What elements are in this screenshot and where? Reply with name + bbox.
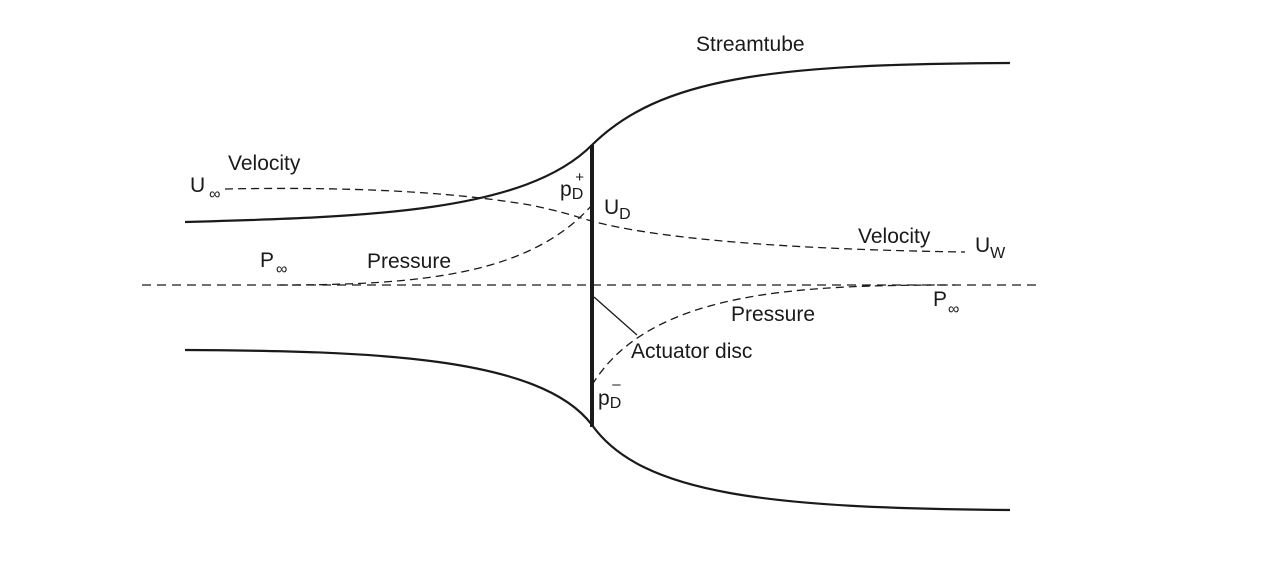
velocity-downstream-label: Velocity xyxy=(858,225,931,248)
p-d-plus-label: pD+ xyxy=(560,169,584,203)
pressure-curve-upstream xyxy=(279,204,593,286)
u-infinity-label: U∞ xyxy=(190,174,221,203)
actuator-disc-leader xyxy=(593,296,638,336)
velocity-upstream-label: Velocity xyxy=(228,152,301,175)
streamtube-lower-boundary xyxy=(184,348,1011,512)
pressure-upstream-label: Pressure xyxy=(367,250,451,273)
velocity-curve xyxy=(224,187,966,253)
u-w-label: UW xyxy=(975,234,1006,262)
pressure-curve-downstream xyxy=(591,284,956,386)
p-infinity-left-label: P∞ xyxy=(260,249,287,278)
p-d-minus-label: pD– xyxy=(598,376,621,412)
streamtube-upper-boundary xyxy=(184,61,1011,224)
u-d-label: UD xyxy=(604,196,631,223)
actuator-disc-label: Actuator disc xyxy=(631,340,752,363)
pressure-downstream-label: Pressure xyxy=(731,303,815,326)
p-infinity-right-label: P∞ xyxy=(933,288,959,318)
streamtube-label: Streamtube xyxy=(696,33,805,56)
